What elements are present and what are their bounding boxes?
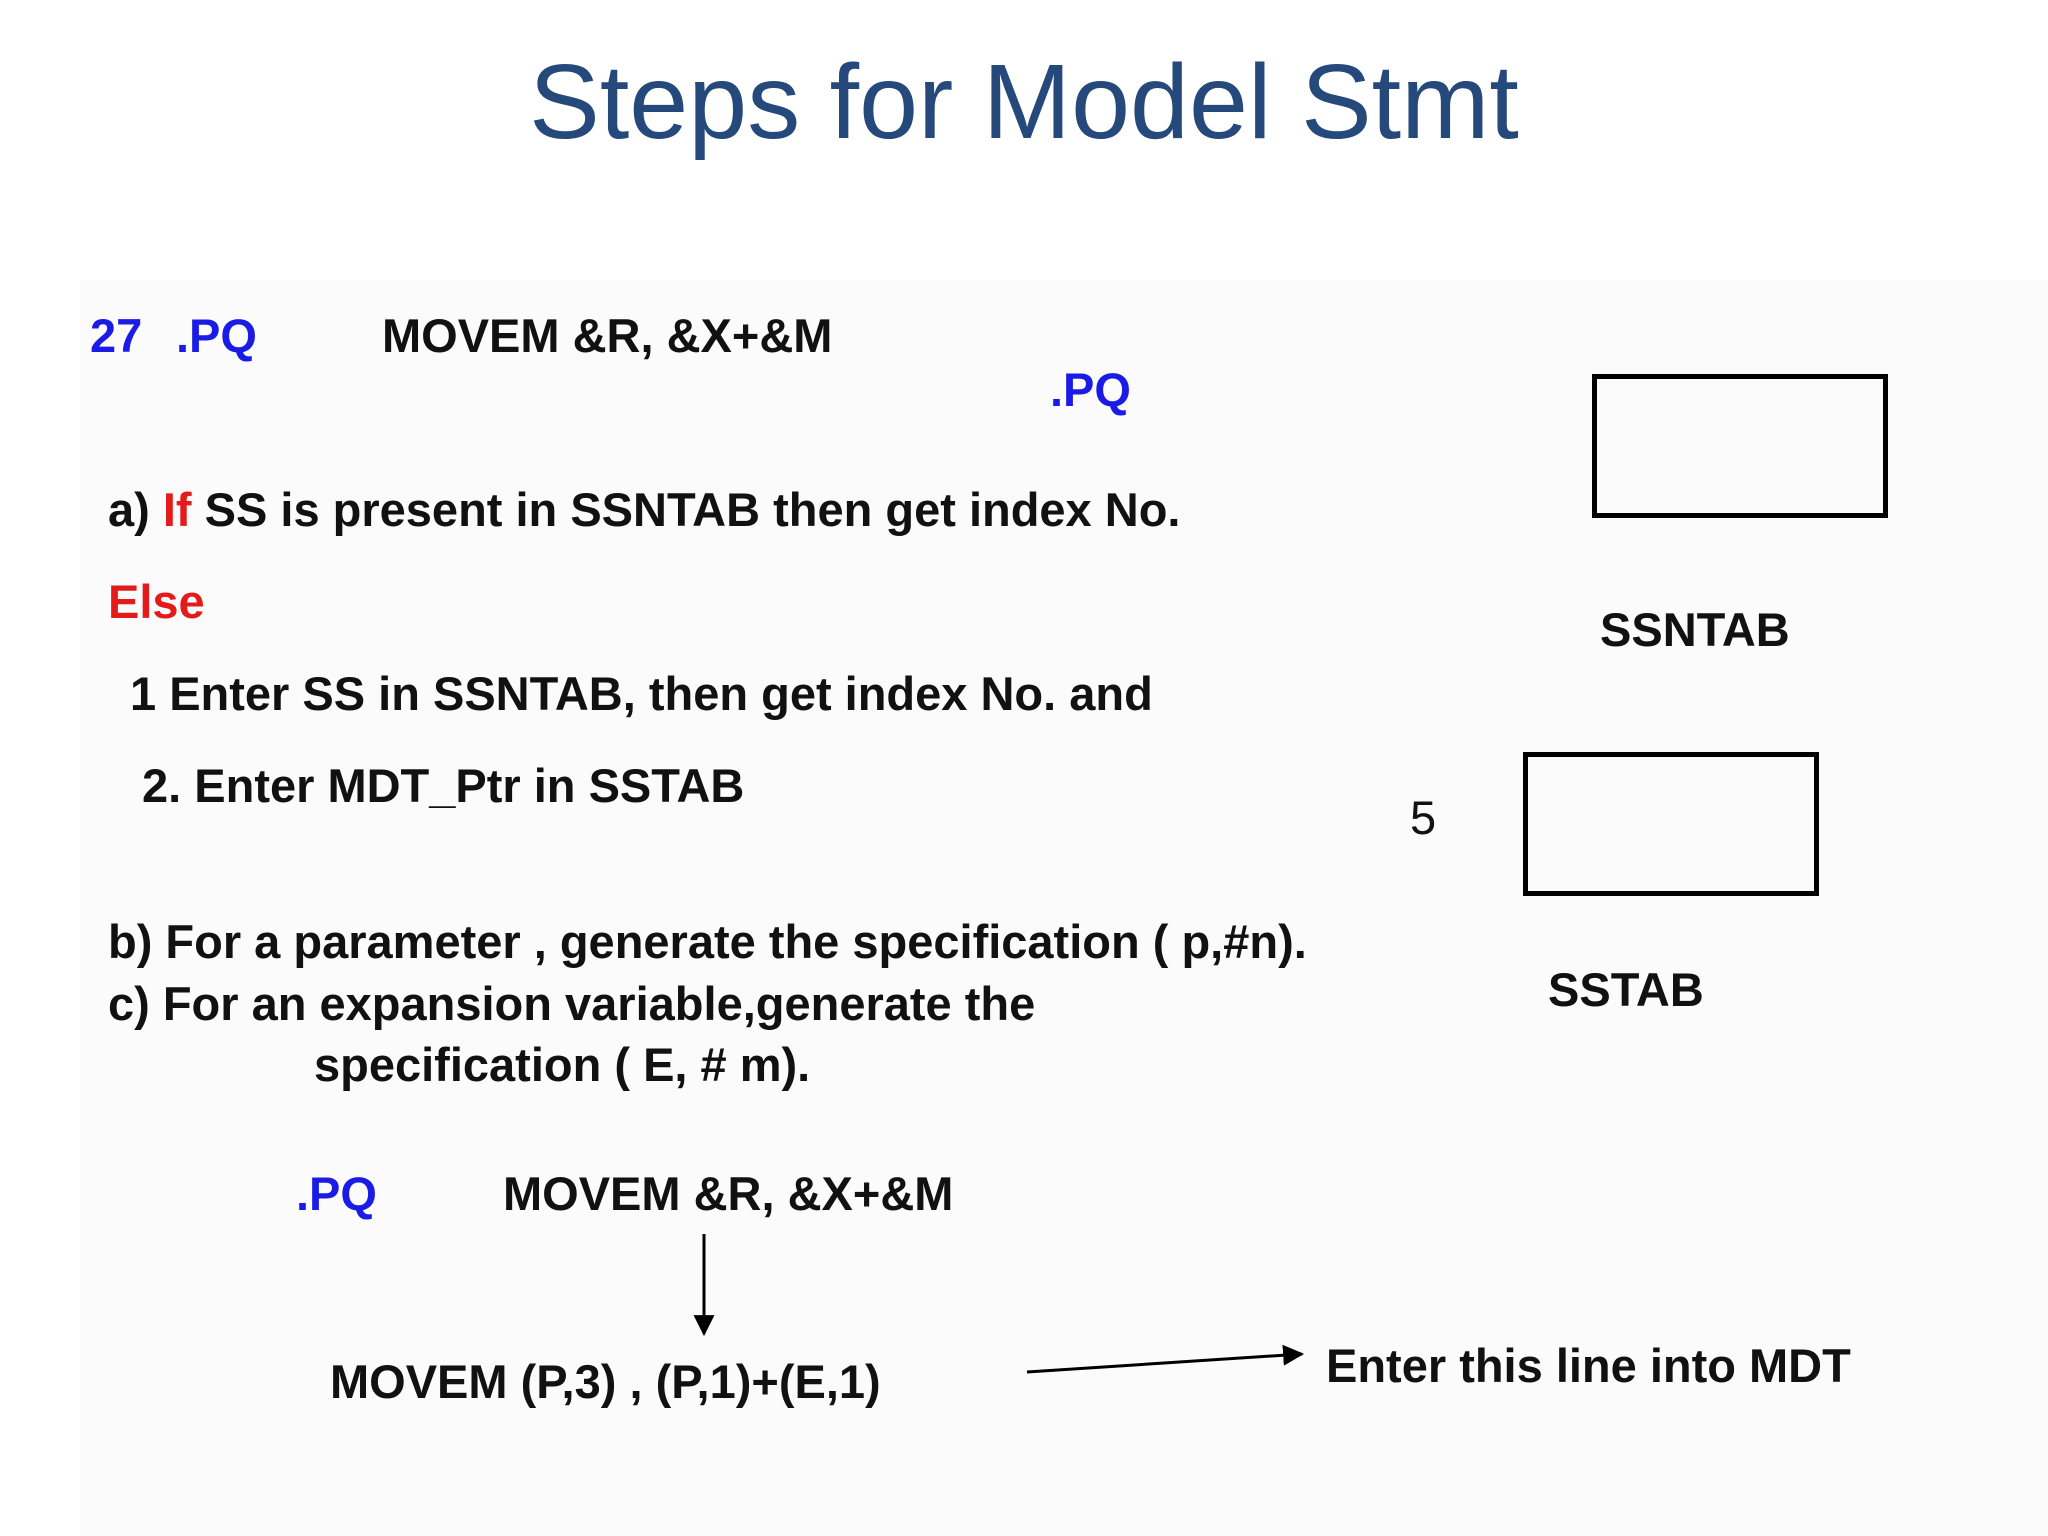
step-b: b) For a parameter , generate the specif… <box>108 915 1307 968</box>
line-number: 27 <box>90 309 143 362</box>
sub-step-2: 2. Enter MDT_Ptr in SSTAB <box>142 759 745 812</box>
mdt-note: Enter this line into MDT <box>1326 1339 1851 1392</box>
right-arrow <box>1026 1344 1305 1374</box>
step-a: a) If SS is present in SSNTAB then get i… <box>108 486 1180 533</box>
example-label-pq: .PQ <box>296 1167 377 1220</box>
keyword-if: If <box>162 483 192 536</box>
step-a-text: SS is present in SSNTAB then get index N… <box>204 483 1181 536</box>
example-result: MOVEM (P,3) , (P,1)+(E,1) <box>330 1355 881 1408</box>
sstab-box <box>1523 752 1819 896</box>
keyword-else: Else <box>108 575 205 628</box>
floating-label-pq: .PQ <box>1050 363 1131 416</box>
sstab-index: 5 <box>1410 791 1437 844</box>
sstab-label: SSTAB <box>1548 963 1704 1016</box>
example-statement: MOVEM &R, &X+&M <box>503 1167 954 1220</box>
ssntab-box <box>1592 374 1888 518</box>
slide-title: Steps for Model Stmt <box>529 43 1519 161</box>
label-pq: .PQ <box>176 309 257 362</box>
step-c-line2: specification ( E, # m). <box>314 1038 811 1091</box>
step-a-prefix: a) <box>108 483 150 536</box>
model-statement: MOVEM &R, &X+&M <box>382 309 833 362</box>
ssntab-label: SSNTAB <box>1600 603 1790 656</box>
sub-step-1: 1 Enter SS in SSNTAB, then get index No.… <box>130 667 1153 720</box>
slide-panel <box>80 280 2048 1536</box>
step-c-line1: c) For an expansion variable,generate th… <box>108 977 1036 1030</box>
